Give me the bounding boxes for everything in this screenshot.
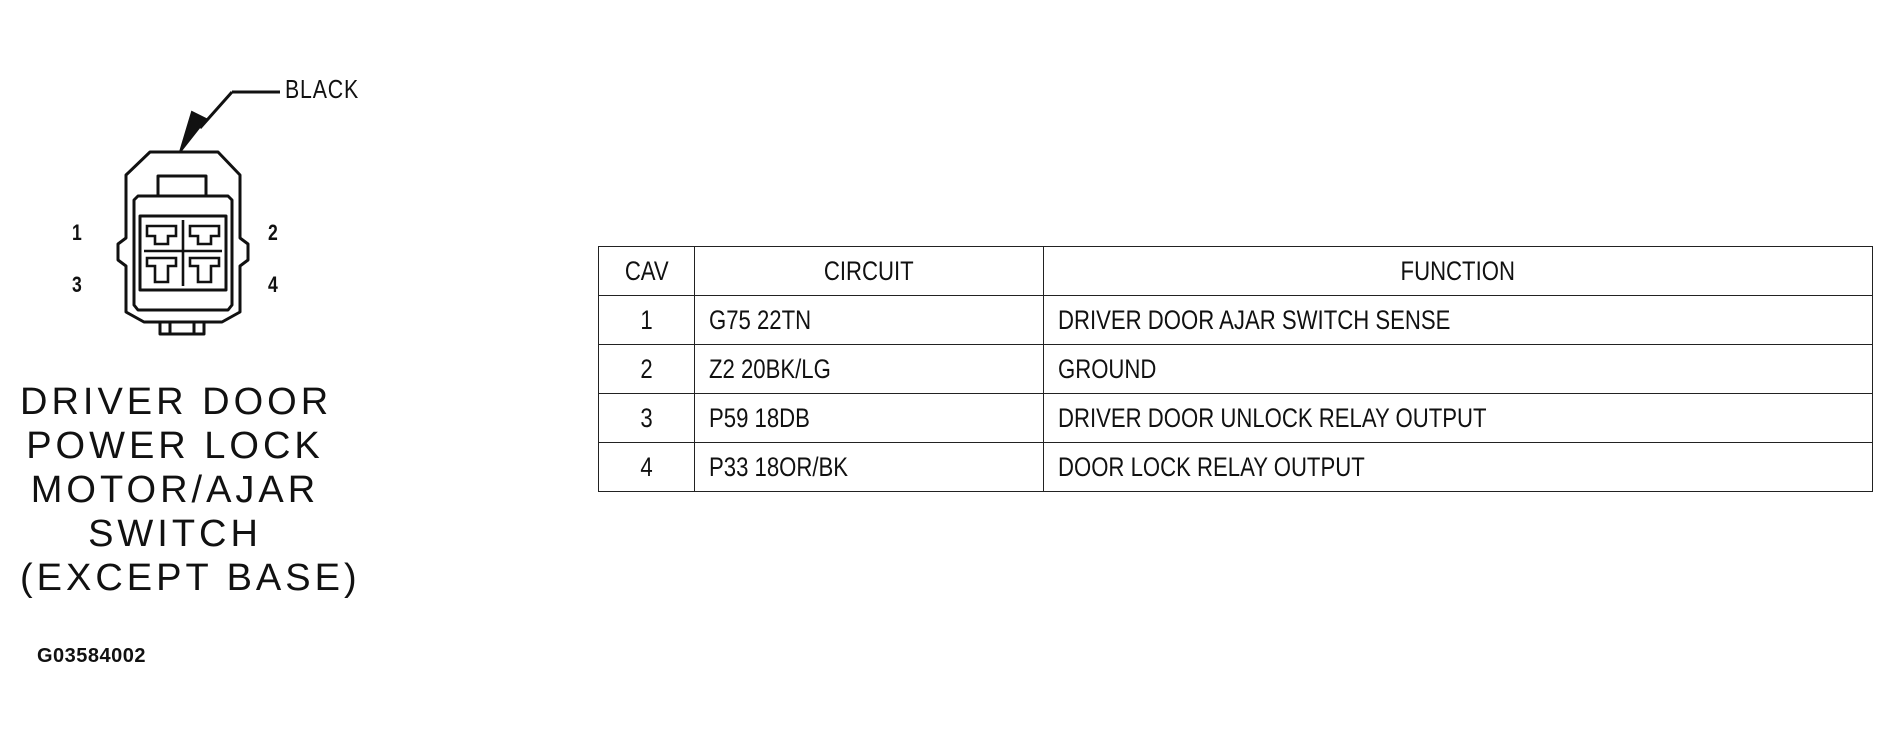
cell-function: DRIVER DOOR UNLOCK RELAY OUTPUT [1043, 393, 1873, 443]
header-circuit: CIRCUIT [694, 246, 1044, 296]
connector-outer-shell [116, 150, 250, 324]
table-row: 3 P59 18DB DRIVER DOOR UNLOCK RELAY OUTP… [598, 393, 1873, 443]
cell-function: DRIVER DOOR AJAR SWITCH SENSE [1043, 295, 1873, 345]
connector-color-label: BLACK [285, 74, 360, 104]
figure-id: G03584002 [37, 645, 147, 667]
caption-line: SWITCH [88, 513, 262, 555]
caption-line: POWER LOCK [26, 425, 324, 467]
cell-function: GROUND [1043, 344, 1873, 394]
cell-cav: 1 [598, 295, 695, 345]
terminal-2 [188, 224, 221, 246]
cell-circuit: G75 22TN [694, 295, 1044, 345]
color-leader-line-diag [198, 91, 234, 129]
cell-function: DOOR LOCK RELAY OUTPUT [1043, 442, 1873, 492]
pin-label-2: 2 [268, 220, 278, 245]
header-cav: CAV [598, 246, 695, 296]
caption-line: DRIVER DOOR [20, 381, 333, 423]
cell-circuit: P59 18DB [694, 393, 1044, 443]
connector-inner-body [132, 194, 234, 312]
connector-caption: DRIVER DOOR POWER LOCK MOTOR/AJAR SWITCH… [20, 380, 361, 600]
pinout-table: CAV CIRCUIT FUNCTION 1 G75 22TN DRIVER D… [598, 246, 1873, 492]
connector-key [158, 320, 206, 336]
terminal-1 [145, 224, 178, 246]
cavity-frame [138, 214, 228, 292]
cell-cav: 2 [598, 344, 695, 394]
connector-diagram [116, 90, 280, 336]
connector-latch [156, 174, 208, 198]
table-row: 4 P33 18OR/BK DOOR LOCK RELAY OUTPUT [598, 442, 1873, 492]
color-arrow-head [179, 110, 208, 153]
table-row: 1 G75 22TN DRIVER DOOR AJAR SWITCH SENSE [598, 295, 1873, 345]
cell-cav: 4 [598, 442, 695, 492]
cell-circuit: P33 18OR/BK [694, 442, 1044, 492]
caption-line: (EXCEPT BASE) [20, 557, 361, 599]
pin-label-1: 1 [72, 220, 82, 245]
table-header-row: CAV CIRCUIT FUNCTION [598, 246, 1873, 296]
caption-line: MOTOR/AJAR [30, 469, 320, 511]
pin-label-4: 4 [268, 272, 278, 297]
cell-circuit: Z2 20BK/LG [694, 344, 1044, 394]
terminal-3 [145, 256, 178, 284]
terminal-4 [188, 256, 221, 284]
pin-label-3: 3 [72, 272, 82, 297]
table-row: 2 Z2 20BK/LG GROUND [598, 344, 1873, 394]
header-function: FUNCTION [1043, 246, 1873, 296]
cell-cav: 3 [598, 393, 695, 443]
